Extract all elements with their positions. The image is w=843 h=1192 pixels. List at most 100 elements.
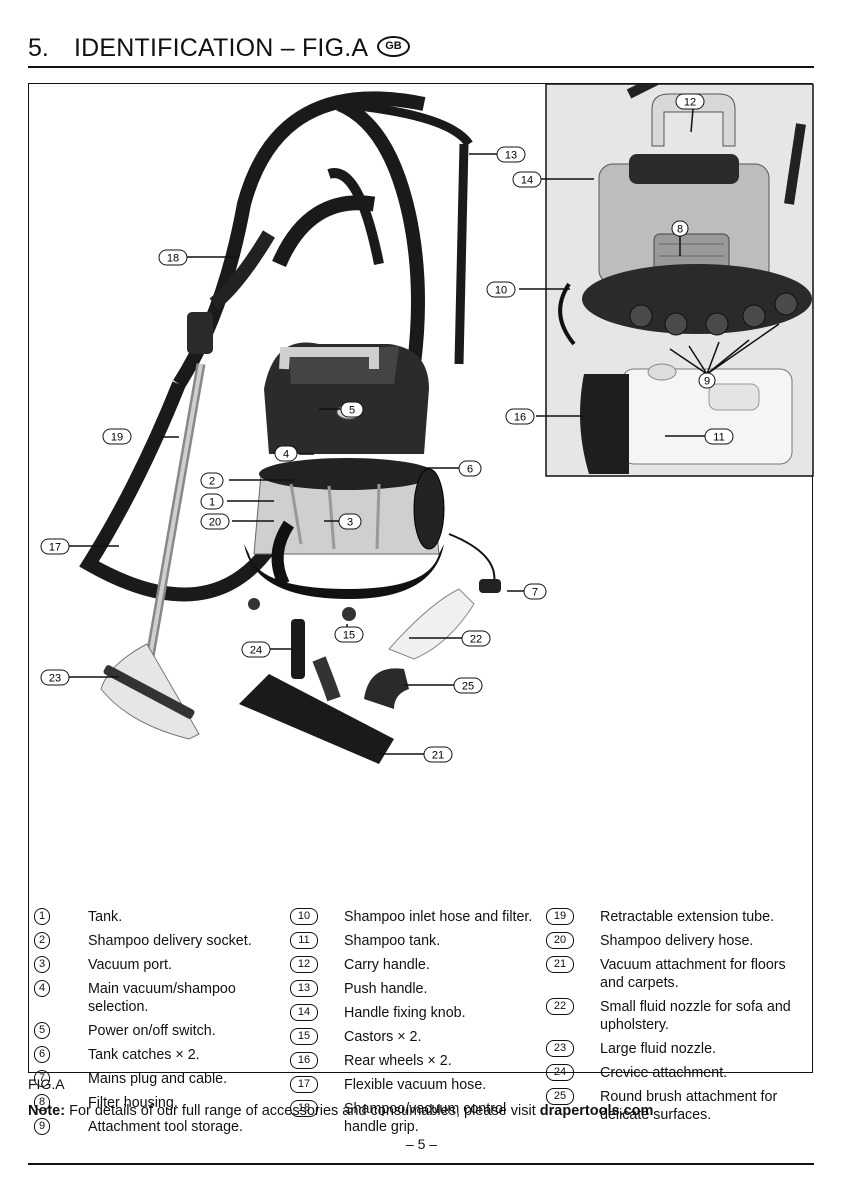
svg-text:6: 6 — [467, 464, 473, 476]
svg-text:16: 16 — [514, 412, 526, 424]
svg-text:20: 20 — [209, 517, 221, 529]
header-rule — [28, 66, 814, 68]
svg-text:13: 13 — [505, 150, 517, 162]
section-header: 5. IDENTIFICATION – FIG.A GB — [28, 30, 814, 66]
legend-text: Shampoo tank. — [344, 933, 441, 949]
legend-item: 25 Round brush attachment for delicate su… — [546, 1088, 806, 1124]
svg-text:9: 9 — [704, 376, 710, 388]
legend-text: Main vacuum/shampoo selection. — [88, 981, 236, 1015]
legend-number: 22 — [546, 998, 574, 1015]
legend-text: Vacuum attachment for floors and carpets… — [600, 957, 786, 991]
legend-text: Shampoo/vacuum control handle grip. — [344, 1101, 507, 1135]
callout-12: 12 — [675, 93, 705, 110]
legend-text: Tank catches × 2. — [88, 1047, 200, 1063]
svg-text:8: 8 — [677, 224, 683, 236]
figure-label: FIG.A — [28, 1076, 65, 1092]
callout-17: 17 — [40, 538, 70, 555]
callout-7: 7 — [523, 583, 547, 600]
legend-number: 14 — [290, 1004, 318, 1021]
legend-number: 25 — [546, 1088, 574, 1105]
svg-text:22: 22 — [470, 634, 482, 646]
svg-text:21: 21 — [432, 750, 444, 762]
legend-number: 17 — [290, 1076, 318, 1093]
legend-text: Rear wheels × 2. — [344, 1053, 452, 1069]
callout-23: 23 — [40, 669, 70, 686]
note-prefix: Note: — [28, 1103, 66, 1119]
legend-item: 13 Push handle. — [290, 980, 545, 998]
callout-1: 1 — [200, 493, 224, 510]
svg-text:25: 25 — [462, 681, 474, 693]
callout-14: 14 — [512, 171, 542, 188]
svg-text:24: 24 — [250, 645, 262, 657]
svg-text:14: 14 — [521, 175, 533, 187]
svg-text:19: 19 — [111, 432, 123, 444]
callout-20: 20 — [200, 513, 230, 530]
legend-text: Crevice attachment. — [600, 1065, 728, 1081]
svg-text:12: 12 — [684, 97, 696, 109]
legend-number: 3 — [34, 956, 50, 973]
vacuum-illustration: 12 13 14 8 18 10 16 11 9 5 19 4 6 2 1 20… — [40, 84, 814, 764]
note-paragraph: Note: For details of our full range of a… — [28, 1103, 653, 1119]
legend-number: 13 — [290, 980, 318, 997]
legend-number: 10 — [290, 908, 318, 925]
callout-6: 6 — [458, 460, 482, 477]
legend-text: Tank. — [88, 909, 123, 925]
legend-text: Attachment tool storage. — [88, 1119, 243, 1135]
legend-text: Shampoo delivery socket. — [88, 933, 252, 949]
legend-text: Castors × 2. — [344, 1029, 422, 1045]
legend-number: 20 — [546, 932, 574, 949]
legend-item: 15 Castors × 2. — [290, 1028, 545, 1046]
callout-10: 10 — [486, 281, 516, 298]
svg-text:3: 3 — [347, 517, 353, 529]
legend-item: 4 Main vacuum/shampoo selection. — [34, 980, 284, 1016]
legend-text: Vacuum port. — [88, 957, 172, 973]
legend-item: 3 Vacuum port. — [34, 956, 284, 974]
callout-badges: 12 13 14 8 18 10 16 11 9 5 19 4 6 2 1 20… — [40, 93, 734, 763]
callout-15: 15 — [334, 626, 364, 643]
legend-number: 4 — [34, 980, 50, 997]
callout-8: 8 — [671, 220, 689, 237]
callout-24: 24 — [241, 641, 271, 658]
legend-number: 18 — [290, 1100, 318, 1117]
svg-text:17: 17 — [49, 542, 61, 554]
callout-19: 19 — [102, 428, 132, 445]
legend-text: Push handle. — [344, 981, 428, 997]
footer-rule — [28, 1163, 814, 1165]
main-machine-drawing — [79, 91, 501, 764]
svg-text:11: 11 — [713, 432, 724, 444]
callout-16: 16 — [505, 408, 535, 425]
callout-22: 22 — [461, 630, 491, 647]
legend-item: 10 Shampoo inlet hose and filter. — [290, 908, 545, 926]
legend-number: 15 — [290, 1028, 318, 1045]
svg-text:10: 10 — [495, 285, 507, 297]
legend-text: Shampoo inlet hose and filter. — [344, 909, 533, 925]
callout-11: 11 — [704, 428, 734, 445]
gb-language-badge: GB — [377, 36, 410, 57]
legend-item: 20 Shampoo delivery hose. — [546, 932, 806, 950]
legend-text: Power on/off switch. — [88, 1023, 216, 1039]
website-link[interactable]: drapertools.com — [539, 1103, 654, 1119]
legend-text: Shampoo delivery hose. — [600, 933, 754, 949]
svg-text:15: 15 — [343, 630, 355, 642]
legend-item: 11 Shampoo tank. — [290, 932, 545, 950]
legend-number: 7 — [34, 1070, 50, 1087]
callout-3: 3 — [338, 513, 362, 530]
legend-number: 16 — [290, 1052, 318, 1069]
legend-number: 9 — [34, 1118, 50, 1135]
svg-text:7: 7 — [532, 587, 538, 599]
legend-text: Mains plug and cable. — [88, 1071, 228, 1087]
callout-25: 25 — [453, 677, 483, 694]
svg-text:1: 1 — [209, 497, 215, 509]
legend-number: 11 — [290, 932, 318, 949]
legend-text: Handle fixing knob. — [344, 1005, 466, 1021]
legend-text: Round brush attachment for delicate surf… — [600, 1089, 778, 1123]
